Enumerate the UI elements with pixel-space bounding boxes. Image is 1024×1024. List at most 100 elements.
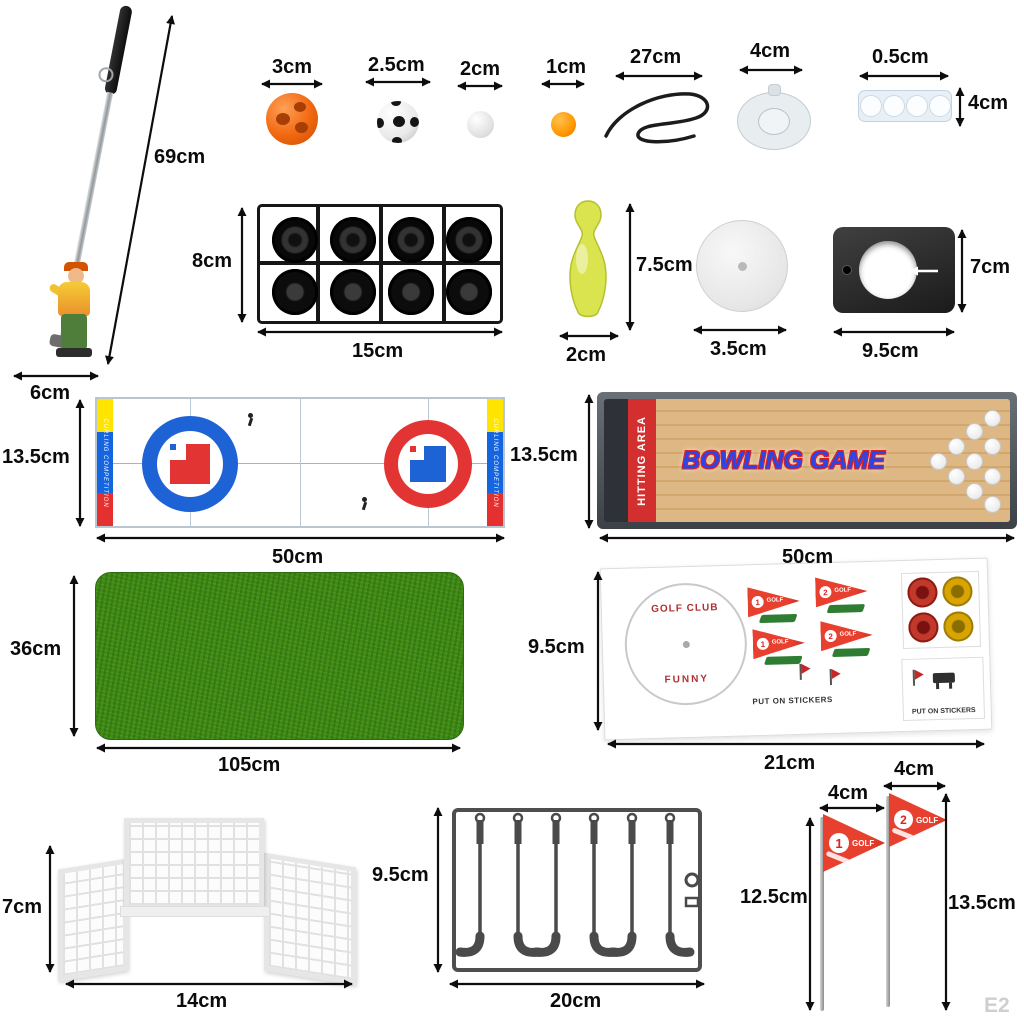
ball-hole [295,122,308,133]
sucker-dot [928,95,951,117]
flag-two-pennant: 2 GOLF [889,793,947,847]
dim-flag-one-height: 12.5cm [740,886,808,908]
flag-sticker: 2 GOLF [815,576,868,607]
house-ring [410,446,424,460]
dim-lane-height: 13.5cm [510,444,578,466]
dim-rope: 27cm [630,46,682,68]
soccer-ball [377,101,419,143]
dim-strip-width: 0.5cm [872,46,929,68]
sucker-strip [858,90,952,122]
game-puck [446,269,492,315]
dim-club-sprue-width: 20cm [550,990,602,1012]
bowling-pin [556,197,620,337]
bowling-pin-shape [569,200,607,318]
circle-center-dot [682,640,690,649]
mini-flag-icon [912,669,916,686]
watermark: E2 [984,994,1010,1017]
pin-dot [966,482,983,500]
game-puck [272,217,318,263]
edge-red [97,492,113,526]
golf-hole-opening [859,241,917,299]
edge-yellow [97,399,113,433]
flag-number: 1 [752,596,764,608]
house-button [410,446,416,452]
edge-red [487,492,503,526]
house-button [170,444,176,450]
dim-suction-cup: 4cm [750,40,791,62]
net-base-bar [120,906,270,917]
dim-net-width: 14cm [176,990,228,1012]
sucker-dot [859,95,882,117]
game-puck [388,217,434,263]
ball-hole [276,113,290,125]
pennant-wave [825,850,865,871]
ribbon-sticker [831,647,871,658]
edge-yellow [487,399,503,433]
curling-edge-left: CURLING COMPETITION [97,399,113,526]
golfer-legs [61,314,87,350]
lane-wood-surface: BOWLING GAME [656,399,1010,522]
house-ring [170,444,210,484]
dim-white-ball: 2cm [460,58,501,80]
dim-orange-ball: 3cm [272,56,313,78]
game-puck [446,217,492,263]
pin-dot [948,467,965,485]
flag-sticker: 1 GOLF [747,586,800,617]
flag-one-label: GOLF [852,839,875,848]
ribbon-sticker [763,655,803,665]
clubs-sprue-drawing [452,808,702,972]
dim-curling-height: 13.5cm [2,446,70,468]
dim-pin-width: 2cm [566,344,607,366]
dim-flag-one-width: 4cm [828,782,869,804]
ball-hole [294,102,306,112]
circle-text-bottom: FUNNY [664,673,710,686]
flag-one-pole [820,817,824,1011]
dim-hole-width: 9.5cm [862,340,919,362]
puck-sticker-red [907,577,938,608]
curler-icon [359,497,369,510]
rope-drawing [604,92,710,144]
flag-one-number: 1 [829,833,849,853]
dim-flag-two-height: 13.5cm [948,892,1016,914]
flag-label: GOLF [771,639,789,646]
bowling-pins-rack [930,409,1002,513]
curling-edge-text: CURLING COMPETITION [492,417,498,508]
curler-icon [245,413,255,426]
dim-curling-width: 50cm [272,546,324,568]
sucker-dot [905,95,928,117]
hole-piece-icon [932,672,955,684]
flag-number: 2 [819,586,831,598]
ribbon-sticker [826,604,866,614]
dim-lane-width: 50cm [782,546,834,568]
dim-strip-height: 4cm [968,92,1009,114]
suction-cup-nub [768,84,781,96]
put-on-stickers-left: PUT ON STICKERS [752,694,833,707]
pin-dot [984,409,1001,427]
bowling-lane: HITTING AREA BOWLING GAME [597,392,1017,529]
golf-clubs-sprue [448,802,708,978]
dim-soccer-ball: 2.5cm [368,54,425,76]
net-left-wing [58,858,128,982]
pin-dot [966,452,983,470]
circle-text-top: GOLF CLUB [651,602,719,616]
golf-hole-piece [833,227,955,313]
sucker-dot [882,95,905,117]
flag-one-pennant: 1 GOLF [823,814,885,872]
dim-grass-height: 36cm [10,638,62,660]
game-puck [388,269,434,315]
dim-net-height: 7cm [2,896,43,918]
mid-line [300,399,301,526]
suction-cup-inner [758,108,790,135]
soccer-patch [377,118,384,128]
pin-dot [984,437,1001,455]
disc-center-hole [738,262,747,271]
white-golf-ball [467,111,494,138]
sprue-rail [379,207,383,321]
put-on-stickers-right: PUT ON STICKERS [911,707,976,716]
golfer-hat [64,262,88,271]
house-ring [157,431,223,497]
net-center-panel [124,818,264,910]
dim-sheet-height: 9.5cm [528,636,585,658]
dim-hole-height: 7cm [970,256,1011,278]
mini-flag-icon [799,663,802,680]
